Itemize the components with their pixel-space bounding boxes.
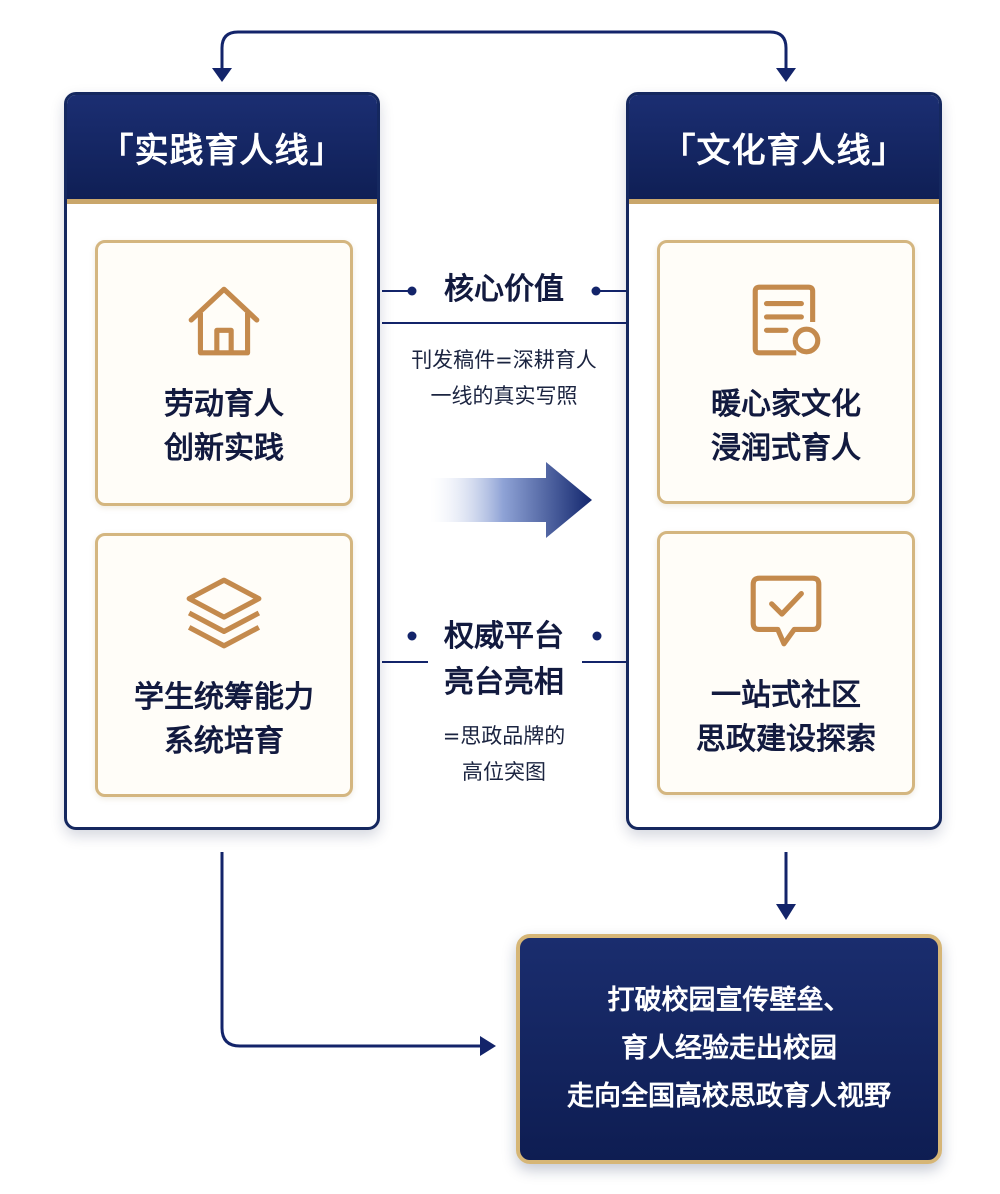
core-value-label: 核心价值 — [444, 272, 564, 307]
warm-family-culture-text: 暖心家文化 浸润式育人 — [711, 387, 861, 466]
platform-label: 权威平台 亮台亮相 — [424, 614, 584, 706]
culture-column-header: 「文化育人线」 — [629, 95, 939, 204]
warm-family-culture-card: 暖心家文化 浸润式育人 — [657, 240, 915, 504]
core-value-left-dot — [407, 286, 417, 296]
platform-note: =思政品牌的 高位突图 — [442, 724, 566, 784]
labor-education-card: 劳动育人 创新实践 — [95, 240, 353, 506]
platform-label-line2: 亮台亮相 — [444, 665, 564, 700]
platform-label-line1: 权威平台 — [444, 619, 564, 654]
bottom-left-arrowhead — [480, 1036, 496, 1056]
chat-check-icon — [745, 570, 827, 652]
culture-education-column: 「文化育人线」 暖心家文化 浸润式育人 一站式社区 思政建设探索 — [626, 92, 942, 830]
outcome-line-2: 育人经验走出校园 — [621, 1033, 837, 1064]
center-flow-arrow — [430, 462, 592, 538]
platform-right-dot — [592, 631, 602, 641]
outcome-line-1: 打破校园宣传壁垒、 — [607, 985, 851, 1016]
bottom-left-connector — [220, 852, 484, 1048]
community-ideology-text: 一站式社区 思政建设探索 — [696, 678, 876, 757]
practice-education-column: 「实践育人线」 劳动育人 创新实践 学生统筹能力 系统培育 — [64, 92, 380, 830]
core-value-note: 刊发稿件=深耕育人 一线的真实写照 — [411, 348, 597, 408]
student-capability-card: 学生统筹能力 系统培育 — [95, 533, 353, 797]
labor-education-text: 劳动育人 创新实践 — [164, 387, 284, 466]
practice-column-title: 「实践育人线」 — [99, 130, 345, 171]
student-capability-text: 学生统筹能力 系统培育 — [134, 680, 314, 759]
outcome-line-3: 走向全国高校思政育人视野 — [567, 1081, 891, 1112]
house-icon — [183, 279, 265, 361]
bottom-right-arrowhead — [776, 904, 796, 920]
platform-left-dot — [407, 631, 417, 641]
practice-column-header: 「实践育人线」 — [67, 95, 377, 204]
community-ideology-card: 一站式社区 思政建设探索 — [657, 531, 915, 795]
document-badge-icon — [745, 279, 827, 361]
top-left-arrowhead — [212, 68, 232, 82]
layers-icon — [183, 572, 265, 654]
top-right-arrowhead — [776, 68, 796, 82]
top-loop-connector — [220, 30, 788, 80]
outcome-box: 打破校园宣传壁垒、 育人经验走出校园 走向全国高校思政育人视野 — [516, 934, 942, 1164]
culture-column-title: 「文化育人线」 — [661, 130, 907, 171]
